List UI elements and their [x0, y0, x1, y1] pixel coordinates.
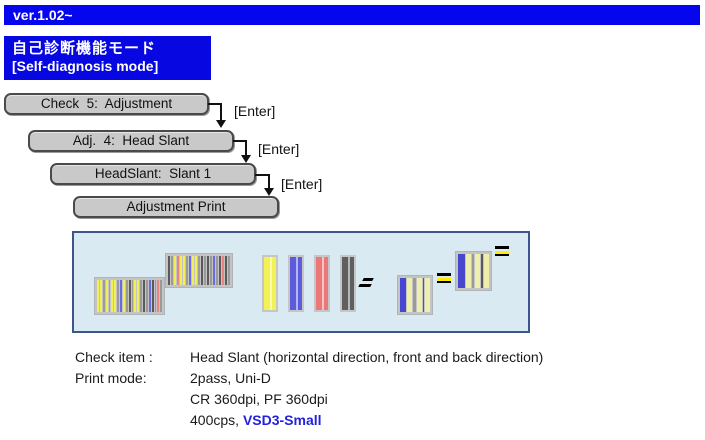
arrow-down-icon — [264, 188, 274, 196]
detail-value: CR 360dpi, PF 360dpi — [190, 391, 328, 407]
arrow-line — [245, 140, 247, 155]
print-pattern-panel — [72, 231, 530, 333]
arrow-down-icon — [241, 155, 251, 163]
equal-mark-icon — [437, 273, 451, 283]
version-header-bar: ver.1.02~ — [4, 5, 700, 25]
pattern-block-lower-right — [397, 275, 433, 315]
approx-equal-icon — [358, 278, 374, 287]
detail-row-resolution: CR 360dpi, PF 360dpi — [75, 389, 543, 410]
arrow-line — [233, 140, 247, 142]
pattern-block-upper-right — [455, 251, 492, 291]
flow-step-headslant-slant1: HeadSlant: Slant 1 — [50, 163, 256, 185]
equal-mark-icon — [495, 246, 509, 256]
flow-step-adj-head-slant: Adj. 4: Head Slant — [28, 130, 234, 152]
enter-key-label: [Enter] — [258, 141, 300, 157]
arrow-down-icon — [216, 120, 226, 128]
mode-title-english: [Self-diagnosis mode] — [12, 58, 159, 74]
version-label: ver.1.02~ — [13, 7, 73, 23]
arrow-line — [255, 174, 270, 176]
detail-label: Print mode: — [75, 370, 147, 386]
detail-value-prefix: 400cps, — [190, 412, 243, 428]
detail-row-speed: 400cps, VSD3-Small — [75, 410, 543, 431]
arrow-line — [220, 103, 222, 120]
pattern-block-lower-left — [94, 277, 165, 315]
details-text-block: Check item : Head Slant (horizontal dire… — [75, 347, 543, 431]
mode-title-box: 自己診断機能モード [Self-diagnosis mode] — [4, 36, 211, 80]
detail-value: 400cps, VSD3-Small — [190, 410, 322, 431]
detail-label — [75, 410, 190, 431]
detail-label — [75, 389, 190, 410]
enter-key-label: [Enter] — [281, 176, 323, 192]
detail-value: Head Slant (horizontal direction, front … — [190, 349, 544, 365]
arrow-line — [268, 174, 270, 188]
color-bars-group — [262, 255, 356, 312]
mode-title-japanese: 自己診断機能モード — [12, 40, 157, 57]
flow-step-check-adjustment: Check 5: Adjustment — [4, 93, 209, 115]
flow-step-adjustment-print: Adjustment Print — [73, 196, 279, 218]
enter-key-label: [Enter] — [234, 103, 276, 119]
detail-row-check-item: Check item : Head Slant (horizontal dire… — [75, 347, 543, 368]
detail-value: 2pass, Uni-D — [190, 370, 271, 386]
detail-value-highlight: VSD3-Small — [242, 412, 322, 428]
detail-row-print-mode: Print mode: 2pass, Uni-D — [75, 368, 543, 389]
arrow-line — [208, 103, 222, 105]
pattern-block-upper-left — [165, 253, 233, 288]
detail-label: Check item : — [75, 349, 153, 365]
